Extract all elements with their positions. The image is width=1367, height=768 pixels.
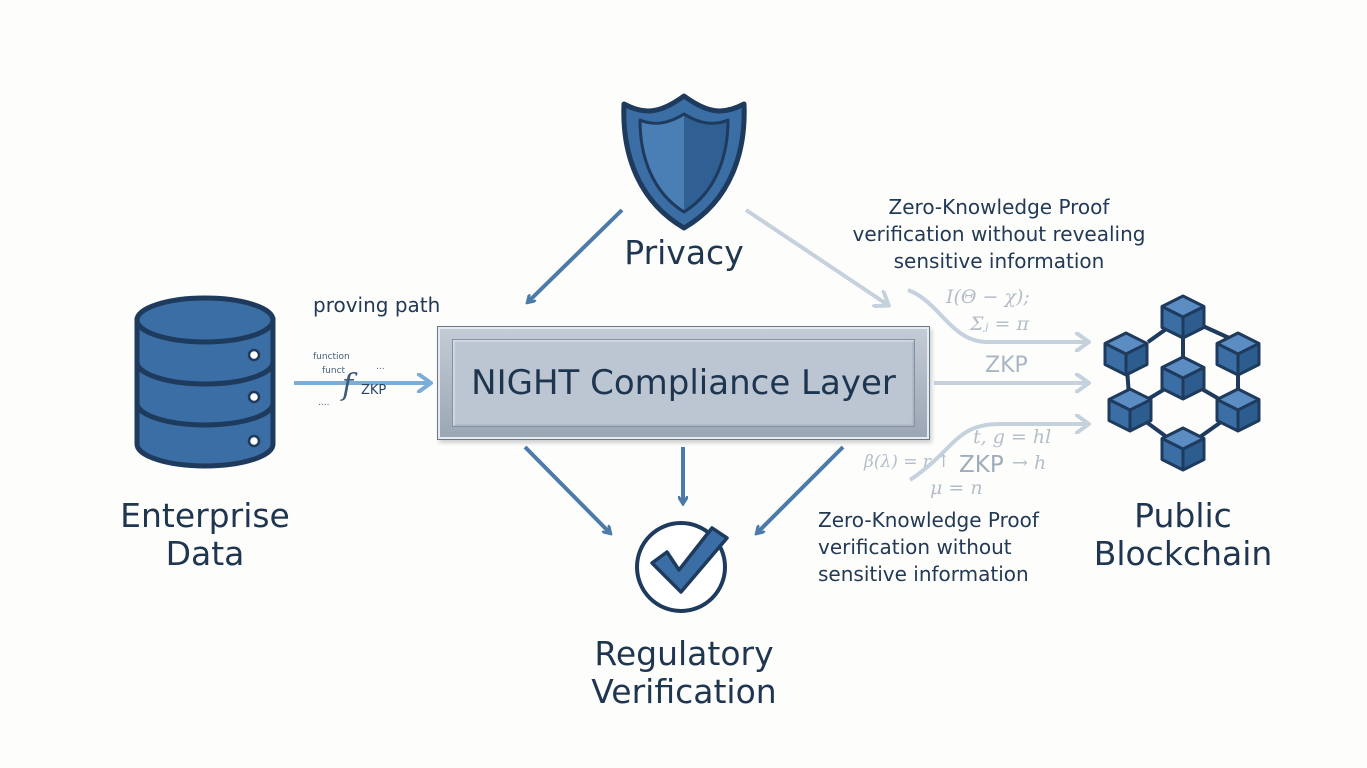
arrow-layer-to-verification-right (757, 445, 845, 533)
arrow-layer-to-blockchain-1 (907, 288, 1088, 342)
database-icon (134, 295, 276, 469)
math-expr-6: μ = n (930, 477, 983, 499)
formula-zkp-text: ZKP (361, 383, 387, 398)
blockchain-node-cube (1215, 387, 1261, 433)
blockchain-node-cube (1160, 426, 1206, 472)
blockchain-node-cube (1160, 355, 1206, 401)
compliance-layer-label: NIGHT Compliance Layer (471, 363, 896, 403)
math-expr-5: → h (1012, 452, 1047, 474)
formula-dots-2: .... (318, 398, 330, 408)
math-expr-3: t, g = hl (973, 426, 1052, 448)
proving-path-label: proving path (313, 293, 441, 317)
formula-f-glyph: f (342, 368, 354, 403)
public-blockchain-label: Public Blockchain (1093, 496, 1273, 573)
formula-function-text: function (313, 352, 350, 362)
zkp-note-bottom: Zero-Knowledge Proof verification withou… (818, 508, 1039, 586)
compliance-layer-box: NIGHT Compliance Layer (437, 326, 930, 440)
blockchain-nodes (1103, 294, 1261, 472)
regulatory-verification-label: Regulatory Verification (591, 634, 777, 711)
zkp-low-label: ZKP (959, 452, 1004, 478)
arrow-privacy-to-layer (528, 208, 624, 302)
shield-icon (621, 93, 747, 231)
math-expr-4: β(λ) = r ↑ (864, 452, 951, 472)
zkp-note-top: Zero-Knowledge Proof verification withou… (852, 195, 1146, 273)
arrow-layer-to-blockchain-3 (908, 424, 1088, 482)
blockchain-node-cube (1215, 331, 1261, 377)
enterprise-data-label: Enterprise Data (120, 496, 290, 573)
privacy-label: Privacy (624, 233, 744, 272)
formula-dots-1: ... (376, 362, 385, 372)
blockchain-node-cube (1103, 331, 1149, 377)
compliance-layer-inner: NIGHT Compliance Layer (452, 339, 915, 427)
arrow-layer-to-verification-left (523, 445, 610, 533)
math-expr-1: I(Θ − χ); (946, 286, 1030, 308)
blockchain-node-cube (1160, 294, 1206, 340)
check-circle-icon (635, 521, 729, 613)
zkp-mid-label: ZKP (985, 353, 1028, 378)
arrow-privacy-to-blockchain (744, 208, 888, 305)
math-expr-2: Σⱼ = π (970, 313, 1029, 335)
formula-funct-text: funct (322, 366, 346, 376)
blockchain-node-cube (1107, 387, 1153, 433)
